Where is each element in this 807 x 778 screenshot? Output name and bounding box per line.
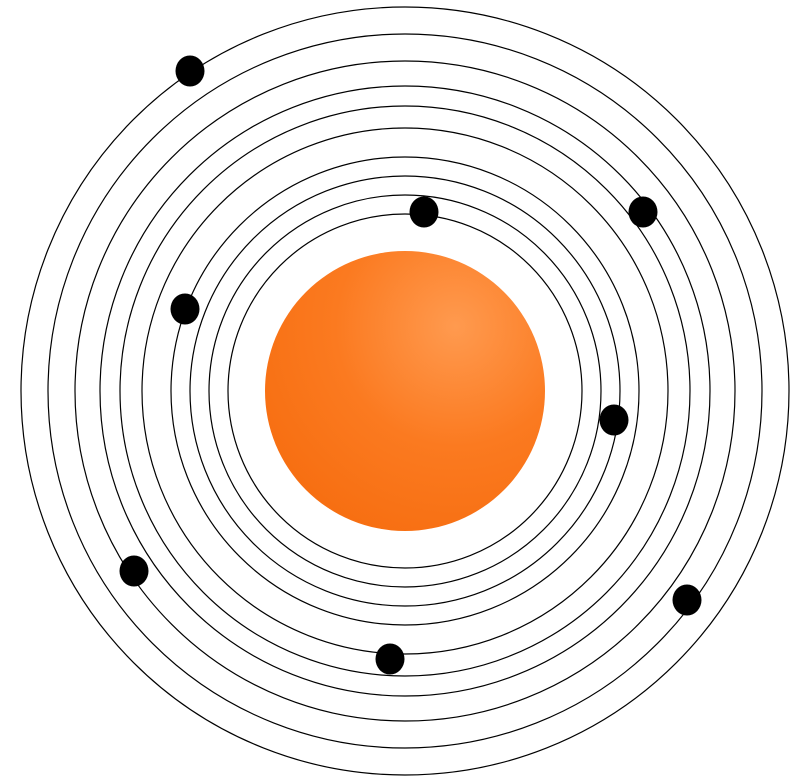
- planet-6: [120, 556, 149, 587]
- sun: [265, 251, 545, 531]
- planet-8: [176, 56, 205, 87]
- planet-1: [600, 405, 629, 436]
- planet-5: [629, 197, 658, 228]
- planet-3: [376, 644, 405, 675]
- planet-2: [410, 197, 439, 228]
- planet-4: [171, 294, 200, 325]
- planet-7: [673, 585, 702, 616]
